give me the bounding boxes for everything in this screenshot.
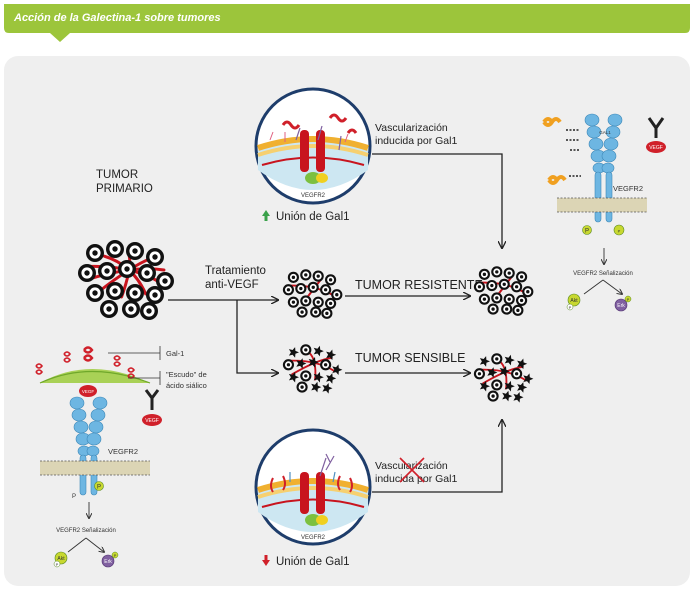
vasc-bottom-line2: inducida por Gal1 xyxy=(375,473,457,485)
erk-right: Erk xyxy=(617,303,625,309)
vegf-left: VEGF xyxy=(145,418,159,424)
vasc-top-arrow xyxy=(372,153,502,248)
header-banner xyxy=(4,4,690,42)
p-left-3: P xyxy=(56,562,59,567)
right-receptor-diagram: GAL1 VEGFR2 P P VEGFR2 Señalización Akt … xyxy=(542,113,647,312)
p-right-1: P xyxy=(585,229,589,235)
dead-cell xyxy=(313,345,324,357)
union-down-label-group: Unión de Gal1 xyxy=(262,555,350,568)
sensible-tumor-cluster xyxy=(282,344,343,394)
resistant-tumor-cluster xyxy=(282,269,343,319)
vasc-bottom-line1: Vascularización xyxy=(375,460,448,472)
dead-cell xyxy=(322,383,333,394)
vegf-right: VEGF xyxy=(649,145,663,151)
vasc-top-line2: inducida por Gal1 xyxy=(375,135,457,147)
top-circle-vegfr2-label: VEGFR2 xyxy=(301,193,326,199)
p-right-2: P xyxy=(618,229,621,234)
tumor-sensible-label: TUMOR SENSIBLE xyxy=(355,351,465,365)
dead-cell xyxy=(517,382,528,393)
union-up-label: Unión de Gal1 xyxy=(276,211,350,223)
vegfr2-left-label: VEGFR2 xyxy=(108,447,138,456)
bottom-circle-diagram: VEGFR2 xyxy=(254,428,372,546)
dead-cell xyxy=(502,390,513,402)
dead-cell xyxy=(487,367,498,378)
akt-right: Akt xyxy=(570,298,578,304)
main-panel xyxy=(4,56,690,586)
p-right-3: P xyxy=(569,305,572,310)
gal1-right-label: GAL1 xyxy=(599,130,611,135)
header-title: Acción de la Galectina-1 sobre tumores xyxy=(13,12,221,24)
p-left-2: P xyxy=(72,494,76,500)
tratamiento-line1: Tratamiento xyxy=(205,265,266,277)
resistant-tumor-cluster-after xyxy=(473,266,534,316)
escudo-line2: ácido siálico xyxy=(166,381,207,390)
p-left-1: P xyxy=(97,485,101,491)
p-right-4: P xyxy=(627,297,630,302)
tumor-resistente-label: TUMOR RESISTENTE xyxy=(355,278,483,292)
vasc-top-line1: Vascularización xyxy=(375,122,448,134)
p-left-4: P xyxy=(114,553,117,558)
tumor-primario-line2: PRIMARIO xyxy=(96,183,153,195)
dead-cell xyxy=(517,358,528,370)
dead-cell xyxy=(479,356,490,367)
dead-cell xyxy=(332,364,343,375)
union-up-label-group: Unión de Gal1 xyxy=(262,210,350,223)
dead-cell xyxy=(288,371,299,383)
antibody-right: VEGF xyxy=(646,117,666,153)
dead-cell xyxy=(326,349,337,361)
akt-left: Akt xyxy=(57,556,65,562)
escudo-line1: "Escudo" de xyxy=(166,370,207,379)
signal-left-label: VEGFR2 Señalización xyxy=(56,528,116,534)
dead-cell xyxy=(499,366,510,377)
arrow-down-icon xyxy=(262,555,270,566)
sensible-tumor-cluster-after xyxy=(473,353,534,403)
vasc-bottom-arrow xyxy=(372,420,502,493)
dead-cell xyxy=(296,358,307,369)
signal-right-label: VEGFR2 Señalización xyxy=(573,271,633,277)
vegf-bound-left: VEGF xyxy=(82,389,95,394)
antibody-left: VEGF xyxy=(142,389,162,426)
bottom-circle-vegfr2-label: VEGFR2 xyxy=(301,535,326,541)
vegfr2-right-label: VEGFR2 xyxy=(613,184,643,193)
union-down-label: Unión de Gal1 xyxy=(276,556,350,568)
dead-cell xyxy=(513,392,524,403)
cross-icon xyxy=(399,457,425,483)
dead-cell xyxy=(326,373,337,384)
dead-cell xyxy=(313,371,324,383)
primary-tumor-cluster xyxy=(78,240,174,320)
dead-cell xyxy=(523,373,534,384)
dead-cell xyxy=(504,380,515,392)
dead-cell xyxy=(288,347,299,358)
dead-cell xyxy=(479,380,490,392)
tratamiento-line2: anti-VEGF xyxy=(205,279,259,291)
arrow-up-icon xyxy=(262,210,270,221)
dead-cell xyxy=(504,354,515,366)
header: Acción de la Galectina-1 sobre tumores xyxy=(4,4,690,42)
dead-cell xyxy=(308,357,319,368)
top-circle-diagram: VEGFR2 xyxy=(254,87,372,205)
dead-cell xyxy=(311,381,322,393)
gal1-bracket-label: Gal-1 xyxy=(166,349,184,358)
left-receptor-diagram: Gal-1 "Escudo" de ácido siálico VEGF VEG… xyxy=(35,346,207,568)
treatment-arrow-sensible xyxy=(236,300,278,373)
tumor-primario-line1: TUMOR xyxy=(96,169,138,181)
erk-left: Erk xyxy=(104,559,112,565)
